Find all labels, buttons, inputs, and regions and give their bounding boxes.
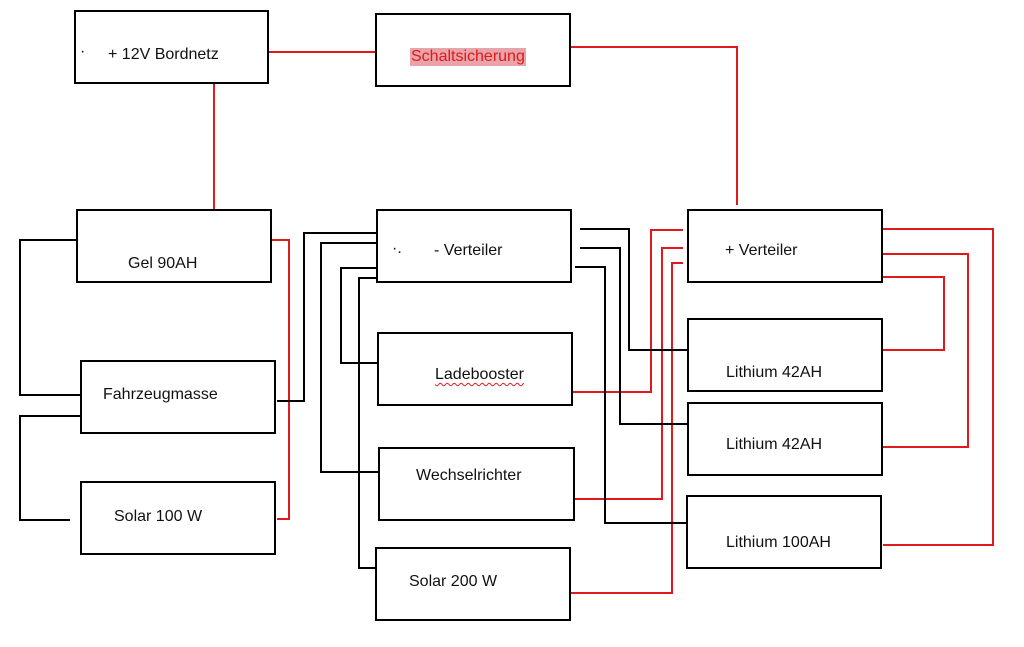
ladebooster-label: Ladebooster	[435, 366, 524, 383]
schaltsicherung-label: Schaltsicherung	[410, 48, 526, 66]
wechselrichter-box	[378, 447, 575, 521]
lithium2-box	[687, 402, 883, 476]
solar100-box	[80, 481, 276, 555]
positive-wires	[213, 46, 994, 594]
wire-solar200-plus	[569, 262, 683, 594]
wire-gel-solar100	[271, 239, 290, 520]
wire-minus-lithium2	[580, 247, 687, 425]
wire-minus-lithium3	[575, 266, 687, 524]
solar200-label: Solar 200 W	[409, 573, 498, 590]
wire-solar200-minus	[358, 277, 376, 569]
solar200-box	[375, 547, 571, 621]
wire-wechselrichter-plus	[575, 247, 683, 500]
minus-verteiler-label: - Verteiler	[434, 242, 503, 259]
wire-minus-lithium1	[580, 228, 687, 351]
fahrzeugmasse-label: Fahrzeugmasse	[103, 386, 218, 403]
lithium1-box	[687, 318, 883, 392]
wire-wechselrichter-minus	[320, 242, 378, 473]
gel-battery-label: Gel 90AH	[128, 255, 198, 272]
gel-battery-box	[76, 209, 272, 283]
lithium1-label: Lithium 42AH	[726, 364, 823, 381]
wire-schaltsicherung-plus-verteiler	[570, 46, 738, 205]
plus-verteiler-box	[687, 209, 883, 283]
plus-verteiler-label: + Verteiler	[725, 242, 798, 259]
fahrzeugmasse-box	[80, 360, 276, 434]
wire-plus-lithium3	[883, 228, 994, 546]
wire-plus-lithium2	[883, 253, 969, 448]
bordnetz-label: + 12V Bordnetz	[108, 46, 219, 63]
wire-ladebooster-plus	[573, 229, 683, 393]
negative-wires	[19, 228, 687, 569]
wire-fahrzeugmasse-solar100	[19, 415, 80, 521]
lithium2-label: Lithium 42AH	[726, 436, 823, 453]
minus-verteiler-box	[376, 209, 572, 283]
wire-fahrzeugmasse-minus	[277, 232, 376, 402]
minus-verteiler-prefix: ·.	[392, 240, 402, 257]
wire-gel-fahrzeugmasse	[19, 239, 80, 396]
solar100-label: Solar 100 W	[114, 508, 203, 525]
wechselrichter-label: Wechselrichter	[416, 467, 522, 484]
ladebooster-box	[377, 332, 573, 406]
lithium3-box	[686, 495, 882, 569]
bordnetz-prefix: ·	[80, 43, 86, 60]
lithium3-label: Lithium 100AH	[726, 534, 831, 551]
bordnetz-box	[74, 10, 269, 84]
wire-plus-lithium1	[883, 276, 945, 351]
